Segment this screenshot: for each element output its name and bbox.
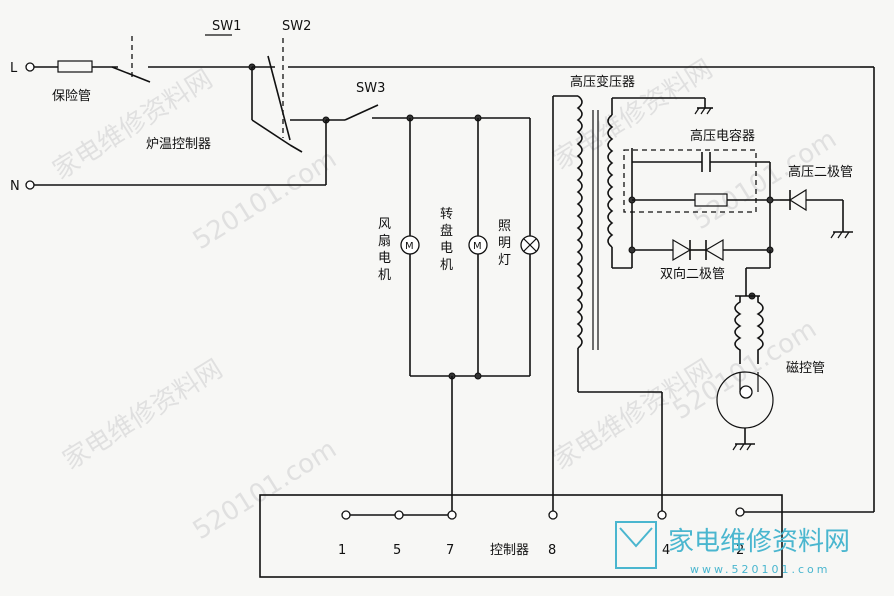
turntable-motor-symbol	[468, 235, 488, 255]
watermark-text: 家电维修资料网	[58, 354, 228, 476]
turntable-motor-m: M	[473, 241, 482, 252]
site-logo: 家电维修资料网 www.520101.com	[615, 521, 850, 576]
load-branches: M 风扇电机 M 转盘电机 照明灯	[378, 114, 540, 515]
logo-url: www.520101.com	[690, 563, 830, 576]
switch-sw2: SW2 炉温控制器	[146, 19, 860, 153]
switch-sw3: SW3	[326, 81, 530, 121]
fan-motor-label: 风扇电机	[378, 217, 391, 283]
watermark-text: 家电维修资料网	[48, 64, 218, 186]
magnetron-label: 磁控管	[786, 361, 825, 376]
watermark-url: 520101.com	[188, 144, 342, 256]
terminal-l	[25, 62, 35, 72]
watermark-text: 家电维修资料网	[548, 54, 718, 176]
fuse-label: 保险管	[52, 89, 91, 104]
controller-pin-2: 2	[736, 543, 744, 558]
watermark-url: 520101.com	[188, 434, 342, 546]
sw3-label: SW3	[356, 81, 385, 96]
hv-capacitor-label: 高压电容器	[690, 128, 755, 144]
mains-input: L N	[10, 61, 35, 194]
hv-transformer: 高压变压器	[552, 74, 713, 515]
controller-box: 1 5 7 控制器 8 4 2	[259, 494, 783, 578]
controller-pin-7: 7	[446, 543, 454, 558]
sw2-label: SW2	[282, 19, 311, 34]
lamp-label: 照明灯	[498, 219, 511, 268]
thermostat-label: 炉温控制器	[146, 137, 211, 152]
fan-motor-m: M	[405, 241, 414, 252]
controller-pin-8: 8	[548, 543, 556, 558]
fuse: 保险管	[34, 60, 118, 104]
turntable-motor-label: 转盘电机	[440, 207, 453, 273]
switch-sw1: SW1	[111, 19, 250, 83]
controller-label: 控制器	[490, 543, 529, 558]
magnetron: 磁控管	[716, 250, 825, 451]
terminal-l-label: L	[10, 61, 18, 76]
fan-motor-symbol	[400, 235, 420, 255]
hv-transformer-label: 高压变压器	[570, 74, 635, 90]
bidirectional-diode-label: 双向二极管	[660, 266, 725, 282]
watermark-layer: 家电维修资料网 520101.com 家电维修资料网 520101.com 家电…	[48, 54, 842, 546]
hv-diode: 高压二极管	[780, 164, 853, 239]
hv-diode-label: 高压二极管	[788, 164, 853, 180]
sw1-label: SW1	[212, 19, 241, 34]
logo-text: 家电维修资料网	[668, 527, 850, 557]
hv-capacitor: 高压电容器	[623, 128, 780, 250]
terminal-n	[25, 180, 35, 190]
controller-pin-5: 5	[393, 543, 401, 558]
lamp-symbol	[520, 235, 540, 255]
terminal-n-label: N	[10, 179, 20, 194]
bidirectional-diode: 双向二极管	[628, 238, 774, 282]
controller-pin-4: 4	[662, 543, 670, 558]
controller-pin-1: 1	[338, 543, 346, 558]
